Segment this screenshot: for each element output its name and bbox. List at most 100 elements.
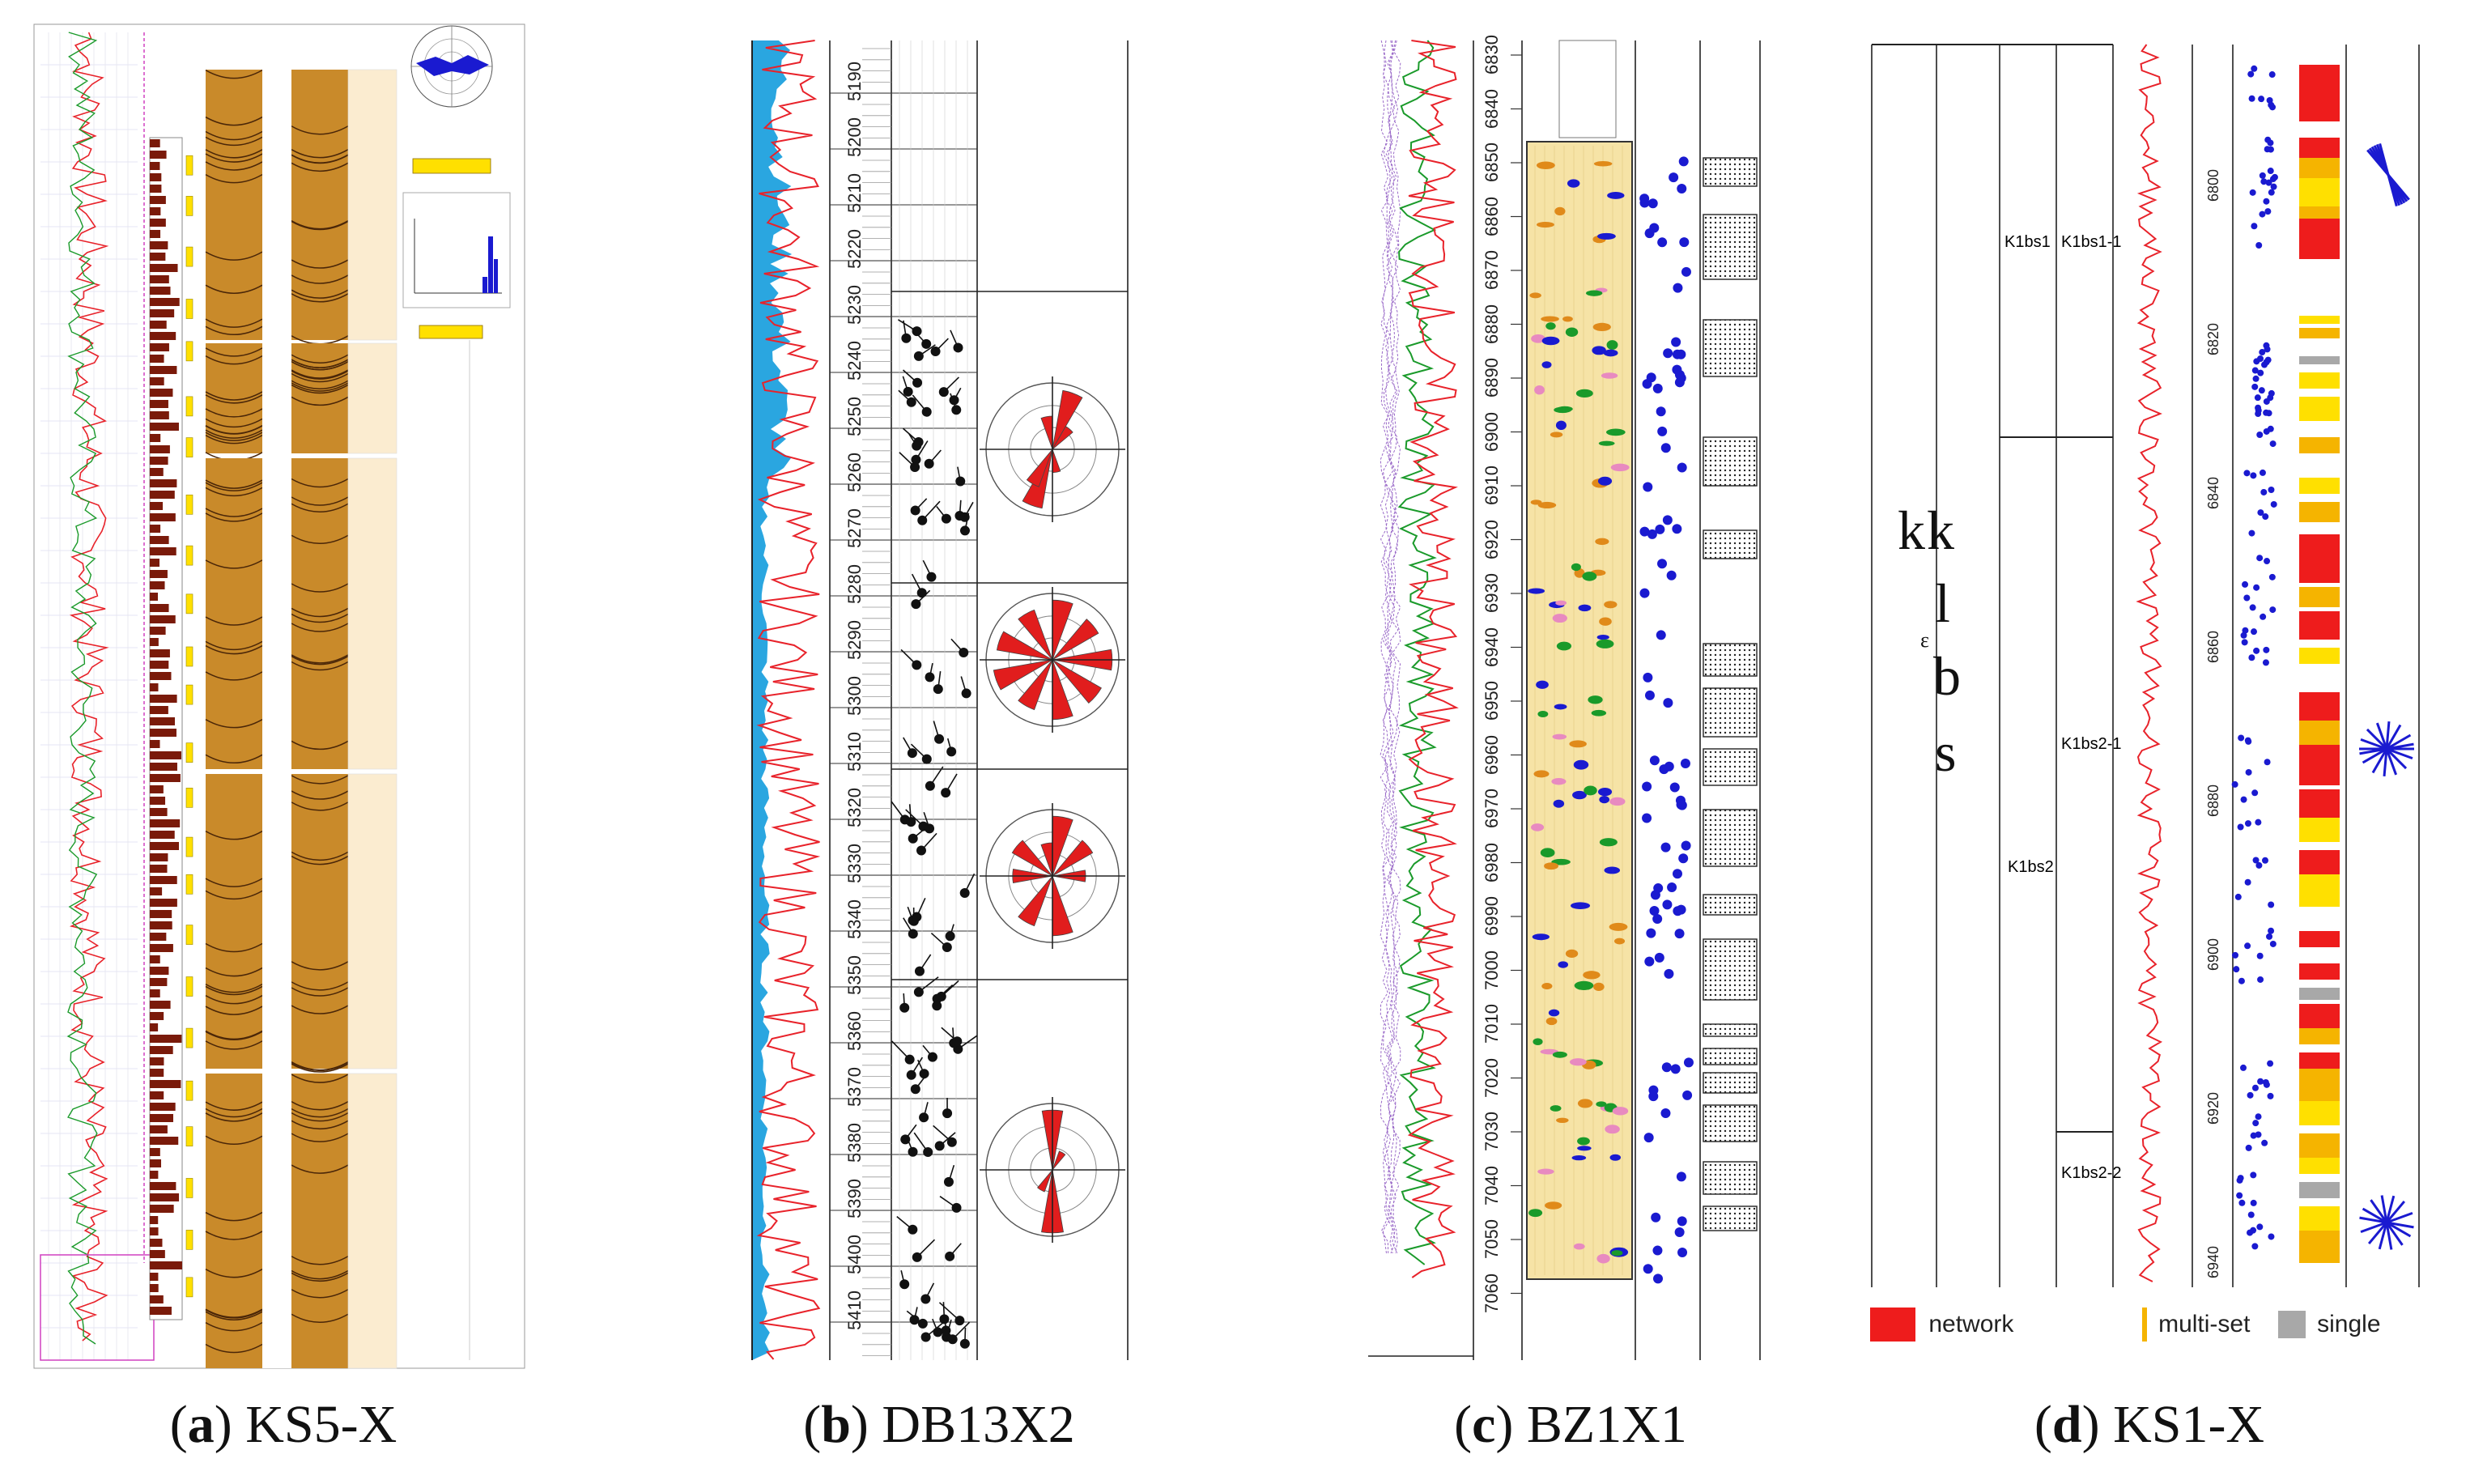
panel-d-dip-dot: [2244, 878, 2251, 886]
panel-c-image-mark: [1569, 1058, 1587, 1066]
panel-d-dip-dot: [2267, 1060, 2274, 1067]
panel-a-image-sine: [291, 125, 349, 135]
panel-b-rose-2-petal-6: [993, 659, 1053, 691]
panel-a-fracture-block: [150, 377, 164, 385]
panel-b-rose-3: [980, 803, 1125, 949]
panel-a-image-sine: [291, 496, 349, 506]
panel-d-dip-dot: [2242, 627, 2249, 634]
panel-d-dip-dot: [2243, 594, 2251, 602]
panel-a-image-sine: [291, 1061, 349, 1071]
panel-a-fracture-block: [150, 332, 176, 340]
panel-c-lith-bed: [1703, 1205, 1758, 1231]
panel-b-dip-tail: [941, 1027, 958, 1042]
panel-a-fracture-block: [150, 468, 164, 476]
panel-c-dip-dot: [1639, 588, 1650, 598]
panel-b-dip-tail: [918, 344, 936, 357]
panel-c-dip-dot: [1656, 630, 1666, 640]
panel-a-image-sine: [291, 380, 349, 389]
panel-b-dip-dot: [913, 351, 924, 361]
panel-d-dip-dot: [2264, 208, 2272, 215]
panel-b-dip-tail: [963, 873, 976, 894]
panel-c-dip-dot: [1669, 172, 1679, 183]
panel-c-lith-bed: [1703, 748, 1758, 786]
panel-a-fracture-block: [150, 1069, 164, 1077]
panel-a-image-sine: [291, 1005, 349, 1014]
panel-a-fracture-block: [150, 1148, 160, 1156]
panel-b-rose-3-petal-1: [1052, 840, 1094, 877]
panel-b-dip-tail: [948, 1164, 955, 1183]
depth-label-6840: 6840: [1482, 88, 1502, 129]
depth-label-6870: 6870: [1482, 250, 1502, 290]
panel-a-fracture-block: [150, 525, 161, 533]
panel-c-image-mark: [1545, 1017, 1558, 1026]
panel-b-dip-tail: [929, 449, 942, 465]
panel-d-dip-dot: [2240, 631, 2247, 639]
panel-c-image-mark: [1551, 778, 1567, 785]
panel-a-fracture-block: [150, 933, 167, 941]
panel-c-dip-dot: [1644, 690, 1655, 700]
panel-b-dip-tail: [891, 1040, 911, 1061]
panel-d-fracture-segment: [2299, 1052, 2340, 1069]
panel-c-hatch-curves: [1380, 40, 1401, 1254]
panel-c-image-mark: [1596, 232, 1616, 240]
panel-d-fracture-segment: [2299, 219, 2340, 259]
panel-a-image-sine: [205, 1030, 263, 1040]
panel-d-fracture-segment: [2299, 1069, 2340, 1101]
panel-a-image-sine: [291, 981, 349, 991]
panel-d-dip-dot: [2266, 96, 2273, 104]
panel-a-image-0-1: [291, 70, 348, 340]
panel-d-dip-dot: [2268, 927, 2275, 934]
panel-d-dip-dot: [2231, 780, 2238, 788]
panel-c-image-marks: [1528, 146, 1630, 1275]
panel-a-yellow-mark: [185, 155, 193, 176]
panel-c-dip-dot: [1649, 906, 1660, 916]
panel-a-fracture-block: [150, 491, 175, 499]
panel-c-dip-dot: [1661, 1062, 1672, 1073]
panel-c-image-mark: [1571, 563, 1581, 572]
panel-a-image-sine: [291, 1120, 349, 1129]
panel-c-lith-bed: [1703, 157, 1758, 187]
panel-c-dip-dot: [1681, 266, 1691, 277]
panel-b-dip-tail: [963, 501, 974, 518]
panel-c-dip-dot: [1646, 372, 1656, 383]
panel-a-fracture-block: [150, 321, 167, 329]
panel-a-fracture-block: [150, 1182, 176, 1190]
panel-a-fracture-block: [150, 604, 169, 612]
depth-label-5400: 5400: [844, 1235, 865, 1274]
panel-b-dip-tail: [950, 330, 959, 348]
panel-c-dip-dot: [1664, 968, 1674, 979]
panel-a-fracture-block: [150, 1023, 159, 1031]
formation-letter-k2: k: [1927, 500, 1954, 561]
panel-c-dip-dot: [1655, 524, 1665, 534]
panel-a-image-sine: [291, 382, 349, 392]
panel-d-dip-dot: [2263, 409, 2270, 416]
panel-d-dip-dot: [2238, 1199, 2246, 1206]
panel-d-fracture-segment: [2299, 931, 2340, 947]
panel-d-dip-dot: [2267, 425, 2274, 432]
panel-b-dip-tail: [957, 466, 962, 482]
panel-a-image-gap: [262, 774, 291, 1069]
panel-b-dip-dot: [911, 454, 921, 465]
panel-a-yellow-mark: [185, 545, 193, 566]
panel-a-fracture-block: [150, 1273, 159, 1281]
unit-label-k1bs1-1: K1bs1-1: [2061, 233, 2122, 251]
panel-a-image-sine: [205, 1269, 263, 1278]
panel-a-image-sine: [205, 942, 263, 953]
panel-c-dip-dot: [1644, 228, 1655, 239]
panel-a-fracture-block: [150, 1137, 179, 1145]
panel-a-image-sine: [205, 153, 263, 163]
panel-c-dip-dot: [1674, 929, 1685, 939]
panel-d-fracture-segment: [2299, 478, 2340, 494]
panel-c-dip-dot: [1662, 515, 1673, 525]
formation-letter-l: l: [1935, 572, 1950, 634]
panel-b-dip-tail: [903, 320, 908, 338]
panel-d-dip-dot: [2270, 500, 2277, 508]
panel-c-lith-bed: [1703, 436, 1758, 487]
panel-d-dip-dot: [2252, 375, 2260, 382]
panel-d-dip-dot: [2244, 737, 2251, 744]
panel-c-image-mark: [1555, 420, 1567, 431]
panel-a-image-sine: [291, 961, 349, 971]
panel-c-image-mark: [1555, 600, 1567, 606]
caption-b-well: DB13X2: [882, 1395, 1075, 1454]
panel-c-image-mark: [1583, 971, 1601, 980]
